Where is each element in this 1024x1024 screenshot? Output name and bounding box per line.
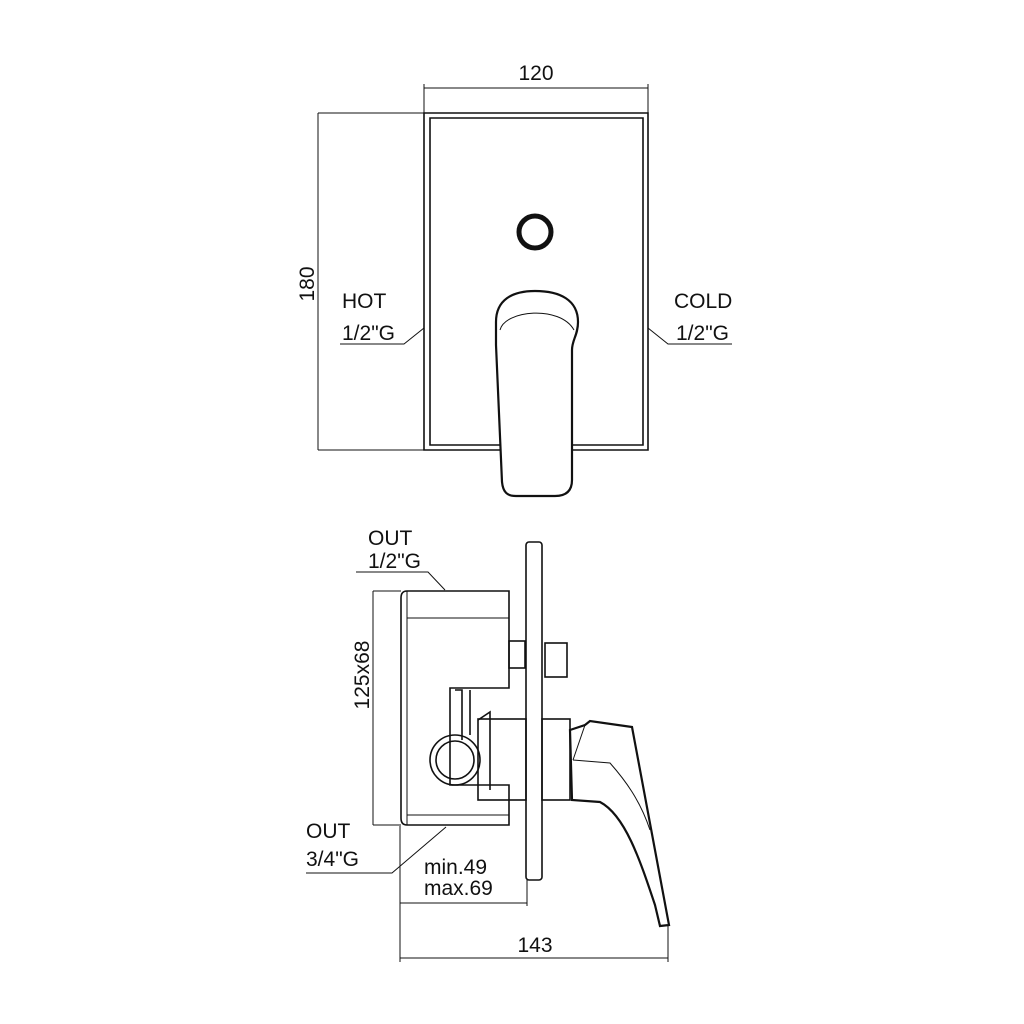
box-dimension-label: 125x68 [351,641,374,710]
width-dimension-label: 120 [518,62,553,85]
mixer-handle [494,289,580,498]
cold-size: 1/2"G [676,322,729,345]
hot-label: HOT [342,290,387,313]
handle-side-detail [572,724,651,831]
height-dimension-line [317,112,424,451]
out-bottom-label: OUT [306,820,351,843]
cold-label: COLD [674,290,732,313]
out-top-leader [356,571,446,591]
valve-bracket [455,689,491,790]
total-depth-label: 143 [517,934,552,957]
hot-size: 1/2"G [342,322,395,345]
box-inner-lines [406,591,509,825]
side-view: 125x68 OUT 1/2"G OUT 3/4"G min.49 max.69… [306,527,671,962]
height-dimension-label: 180 [296,266,319,301]
stud [508,640,526,669]
out-bottom-leader [306,826,447,874]
min-depth-label: min.49 [424,856,487,879]
valve-body [477,718,527,801]
cold-leader [647,327,732,345]
mixer-handle-side [568,719,671,928]
width-dimension-line [423,84,649,113]
wall-plate [525,541,543,881]
box-dimension-line [372,590,401,826]
out-bottom-size: 3/4"G [306,848,359,871]
installation-box [400,590,510,826]
handle-detail [499,312,575,331]
diverter-knob-side [544,642,568,678]
max-depth-label: max.69 [424,877,493,900]
handle-collar [541,718,571,801]
out-top-label: OUT [368,527,413,550]
front-view: 120 180 HOT 1/2"G COLD 1/2"G [296,62,732,498]
hot-leader [340,327,425,345]
depth-dimension-line [399,826,528,962]
pipe-connection-outer [429,734,481,786]
out-top-size: 1/2"G [368,550,421,573]
total-dimension-line [400,926,669,962]
pipe-connection-inner [435,740,475,780]
diverter-knob [516,213,554,251]
